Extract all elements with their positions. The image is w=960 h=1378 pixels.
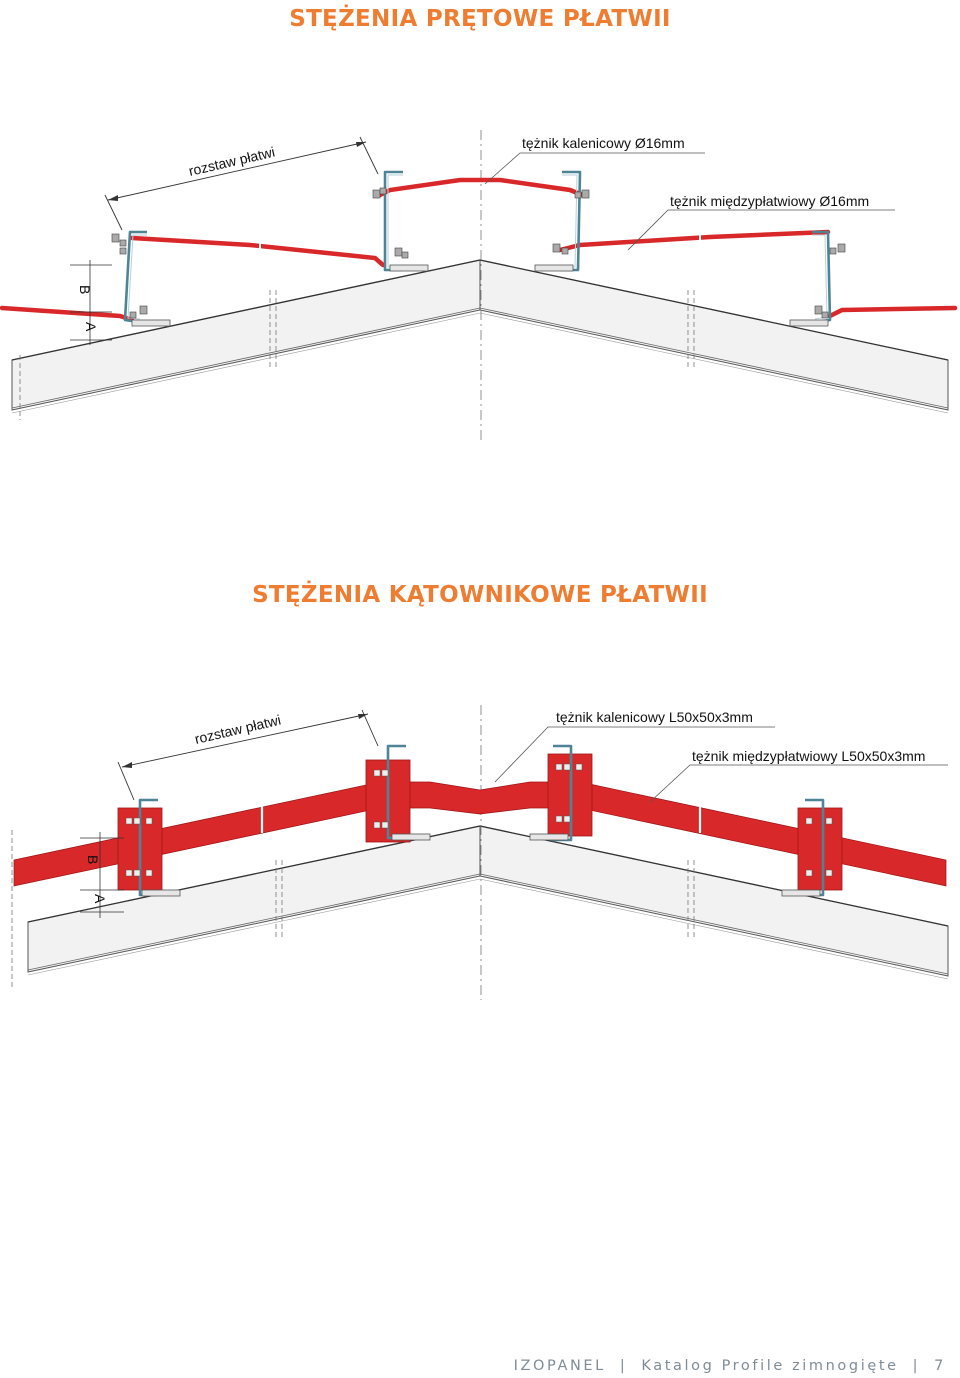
dimension-a-label: A [83,322,99,332]
panel-flange-edge [479,878,949,980]
label-inter-purlin-brace: tężnik międzypłatwiowy L50x50x3mm [692,748,925,764]
panel-top-edge [479,259,949,361]
panel-bottom-edge [479,873,949,975]
panel-bottom-edge [479,307,949,409]
footer-catalog-title: Katalog Profile zimnogięte [641,1358,899,1374]
spacing-dimension-arrows [122,714,368,768]
purlin-cleats [141,833,821,897]
bolt-groups [125,763,833,877]
section-title-angle-bracing: STĘŻENIA KĄTOWNIKOWE PŁATWII [252,582,708,608]
gusset-plate-4 [797,807,843,891]
panel-flange-edge [11,312,481,414]
angle-joints [260,806,702,833]
footer-page-number: 7 [934,1358,946,1374]
footer-brand: IZOPANEL [513,1358,606,1374]
inter-purlin-rod-left-outer [0,305,135,323]
spacing-dimension [117,709,379,801]
inter-purlin-rod-right [557,229,831,253]
footer-separator: | [619,1358,628,1374]
leader-lines [484,152,895,251]
page-footer: IZOPANEL | Katalog Profile zimnogięte | 7 [514,1358,946,1374]
panel-top-edge [479,825,949,927]
dimension-a-label: A [92,894,108,904]
panel-joints [11,830,695,990]
dimension-b-a [80,832,124,918]
section-title-rod-bracing: STĘŻENIA PRĘTOWE PŁATWII [289,6,671,32]
label-spacing: rozstaw płatwi [187,144,276,179]
panel-flange-edge [27,878,481,976]
panel-bottom-edge [27,873,481,971]
panel-joints [19,290,695,420]
roof-panel-left [11,259,481,411]
spacing-dimension-arrows [108,142,366,201]
panel-bottom-edge [11,307,481,409]
rod-bracing-diagram: rozstaw płatwi tężnik kalenicowy Ø16mm t… [0,130,958,440]
roof-panel-right [479,259,949,411]
purlin-cleats [131,264,829,327]
angle-braces [13,781,947,887]
label-ridge-brace: tężnik kalenicowy L50x50x3mm [556,709,753,725]
rod-couplers [259,232,701,252]
dimension-b-label: B [85,855,101,864]
footer-separator: | [912,1358,921,1374]
bolts [111,187,846,319]
label-ridge-brace: tężnik kalenicowy Ø16mm [522,135,685,151]
ridge-rod [375,177,588,199]
label-inter-purlin-brace: tężnik międzypłatwiowy Ø16mm [670,193,869,209]
inter-purlin-rod-right-outer [827,305,958,319]
dimension-b-a [70,260,112,345]
leader-lines [494,726,948,803]
panel-flange-edge [479,312,949,414]
angle-bracing-diagram: rozstaw płatwi tężnik kalenicowy L50x50x… [11,705,949,1000]
inter-purlin-rod-left [129,235,386,268]
dimension-b-label: B [77,285,93,294]
